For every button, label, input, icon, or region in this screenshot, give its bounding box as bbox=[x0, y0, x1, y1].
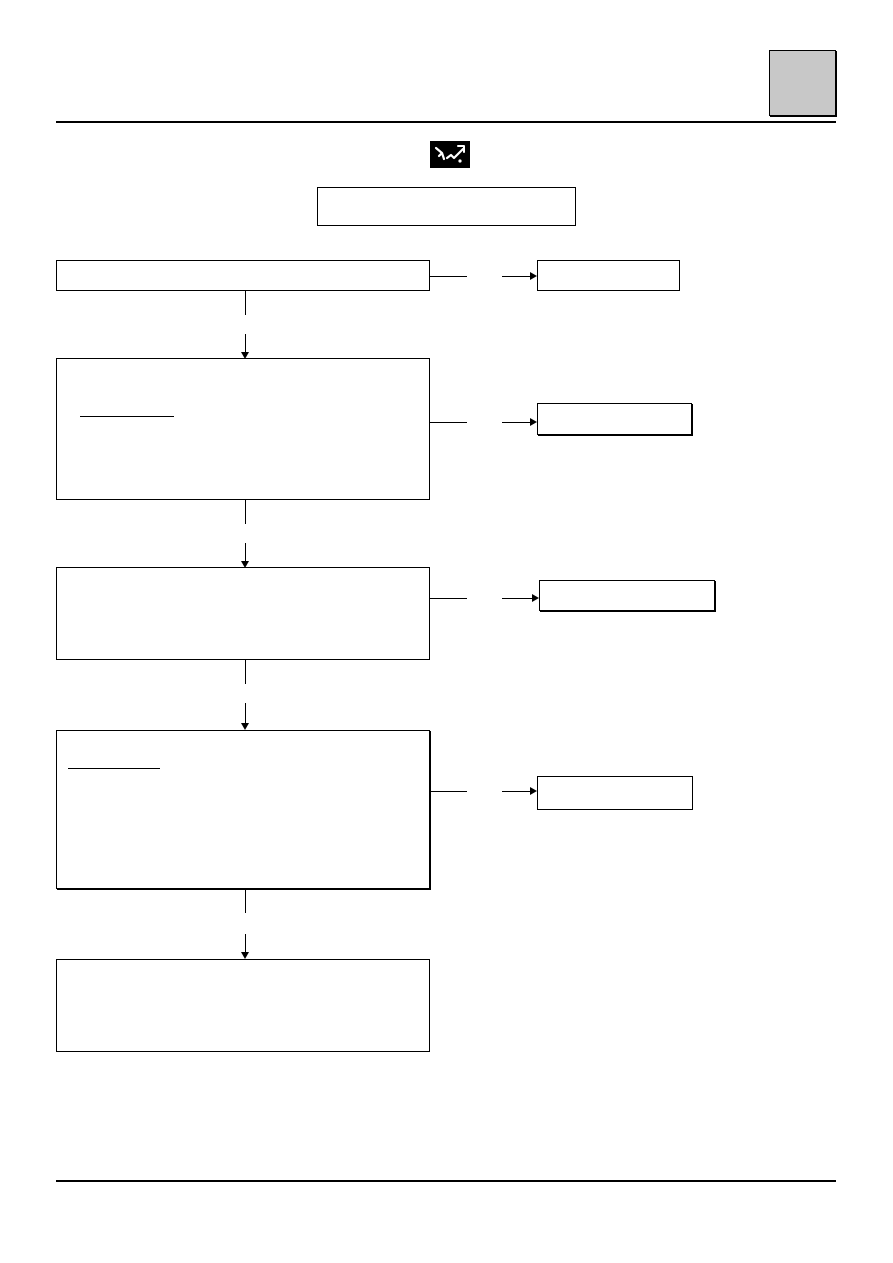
step-1-arrow-shaft bbox=[502, 276, 532, 277]
step-5-box bbox=[56, 959, 430, 1052]
step-1-connector bbox=[430, 276, 467, 277]
step-2-box bbox=[56, 358, 430, 500]
step-3-box bbox=[56, 567, 430, 660]
down-connector-2b bbox=[245, 543, 246, 562]
down-arrow-4 bbox=[241, 952, 249, 959]
step-2-heading-underline bbox=[80, 416, 174, 417]
step-2-result-box bbox=[537, 403, 692, 435]
step-1-result-box bbox=[537, 260, 680, 291]
step-1-arrow-head bbox=[530, 272, 537, 280]
down-connector-1b bbox=[245, 334, 246, 353]
step-4-result-box bbox=[537, 776, 693, 810]
step-4-arrow-shaft bbox=[502, 791, 532, 792]
footer-rule bbox=[56, 1180, 836, 1182]
down-arrow-2 bbox=[241, 561, 249, 568]
down-arrow-1 bbox=[241, 352, 249, 359]
flow-title-box bbox=[317, 187, 576, 226]
step-4-box bbox=[56, 730, 430, 889]
section-tab bbox=[769, 50, 836, 116]
down-connector-4b bbox=[245, 934, 246, 953]
step-3-result-box bbox=[539, 580, 715, 611]
step-4-connector bbox=[430, 791, 467, 792]
step-1-box bbox=[56, 260, 430, 291]
step-4-heading-underline bbox=[68, 768, 160, 769]
step-2-connector bbox=[430, 422, 467, 423]
step-3-connector bbox=[430, 598, 467, 599]
step-3-arrow-shaft bbox=[502, 598, 534, 599]
header-rule bbox=[56, 121, 836, 123]
down-arrow-3 bbox=[241, 723, 249, 730]
step-3-arrow-head bbox=[532, 594, 539, 602]
down-connector-3b bbox=[245, 703, 246, 724]
down-connector-1a bbox=[245, 291, 246, 315]
airflow-face-vent-icon bbox=[430, 141, 470, 168]
down-connector-4a bbox=[245, 889, 246, 913]
step-4-arrow-head bbox=[530, 787, 537, 795]
step-2-arrow-head bbox=[530, 418, 537, 426]
step-2-arrow-shaft bbox=[502, 422, 532, 423]
down-connector-2a bbox=[245, 500, 246, 524]
down-connector-3a bbox=[245, 660, 246, 684]
